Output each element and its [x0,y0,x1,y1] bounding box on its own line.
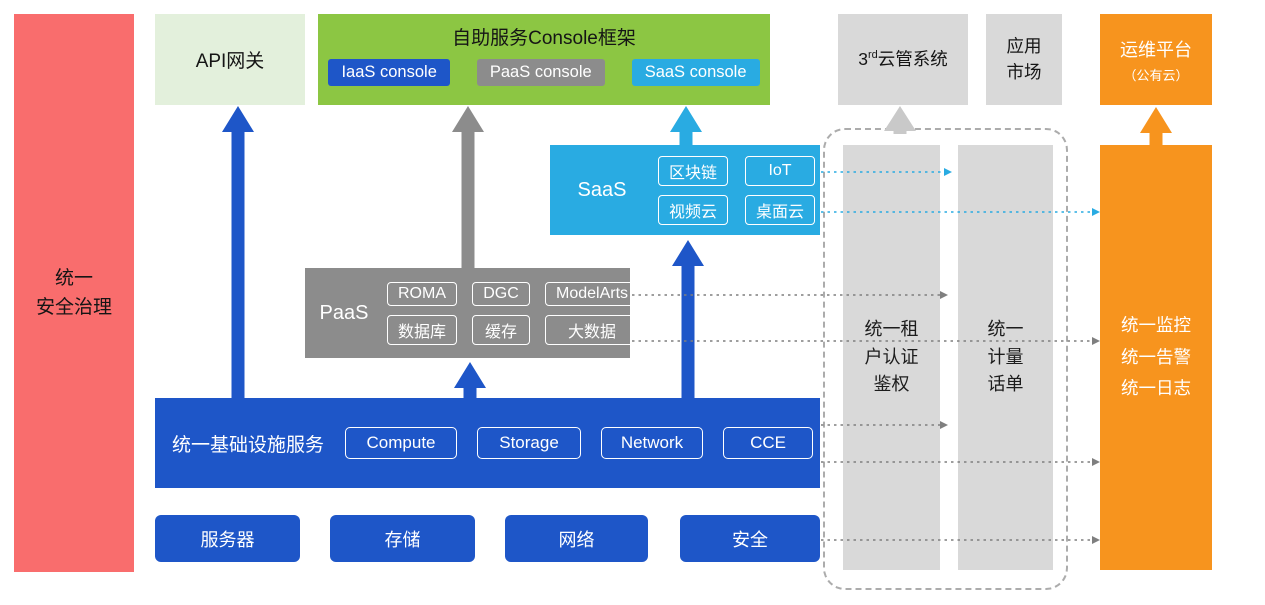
iaas-console-chip: IaaS console [328,59,450,86]
paas-service-cache: 缓存 [472,314,531,345]
arrow-saas-to-console [670,106,702,147]
hardware-monitoring-link-arrowhead [1092,536,1100,544]
monitoring-label: 统一监控 统一告警 统一日志 [1121,315,1191,399]
app-market-label: 应用 市场 [1006,36,1042,82]
api-gateway-box: API网关 [155,14,305,105]
paas-monitoring-link-arrowhead [1092,337,1100,345]
ops-platform-title: 运维平台 [1120,39,1192,60]
tenant-services-dashed-container [823,128,1068,590]
arrow-paas-to-console [452,106,484,270]
paas-services: ROMA DGC ModelArts 数据库 缓存 大数据 [387,281,640,345]
infra-monitoring-link-arrowhead [1092,458,1100,466]
saas-box: SaaS 区块链 IoT 视频云 桌面云 [550,145,820,235]
third-party-cloud-rest: 云管系统 [877,48,948,69]
hardware-network-box: 网络 [505,515,648,562]
paas-box: PaaS ROMA DGC ModelArts 数据库 缓存 大数据 [305,268,640,358]
saas-monitoring-link-arrowhead [1092,208,1100,216]
paas-service-modelarts: ModelArts [545,281,640,306]
console-buttons-row: IaaS console PaaS console SaaS console [328,59,760,86]
tenant-auth-bar: 统一租 户认证 鉴权 [843,145,940,570]
third-party-cloud-num: 3 [858,48,868,69]
api-gateway-label: API网关 [195,51,265,72]
metering-billing-label: 统一 计量 话单 [987,318,1024,395]
infrastructure-services-label: 统一基础设施服务 [172,434,325,456]
third-party-cloud-box: 3rd云管系统 [838,14,968,105]
hardware-storage-box: 存储 [330,515,475,562]
infrastructure-services-box: 统一基础设施服务 Compute Storage Network CCE [155,398,820,488]
infra-service-cce: CCE [723,427,814,459]
security-governance-label: 统一 安全治理 [35,267,112,318]
saas-service-iot: IoT [745,155,816,186]
hardware-server-box: 服务器 [155,515,300,562]
saas-console-chip: SaaS console [631,59,760,86]
metering-billing-bar: 统一 计量 话单 [958,145,1053,570]
paas-service-roma: ROMA [387,281,458,306]
paas-label: PaaS [319,301,369,324]
third-party-cloud-sup: rd [867,48,878,61]
third-party-cloud-label: 3rd云管系统 [858,47,948,72]
console-framework-box: 自助服务Console框架 IaaS console PaaS console … [318,14,770,105]
tenant-auth-label: 统一租 户认证 鉴权 [864,318,919,395]
arrow-infra-to-api-gateway [222,106,254,400]
hardware-security-box: 安全 [680,515,820,562]
console-framework-title: 自助服务Console框架 [452,28,636,49]
saas-service-video-cloud: 视频云 [658,194,729,225]
saas-label: SaaS [577,178,627,201]
arrow-infra-to-saas [672,240,704,400]
paas-console-chip: PaaS console [476,59,605,86]
infra-service-storage: Storage [477,427,582,459]
arrow-infra-to-paas [454,362,486,400]
paas-service-bigdata: 大数据 [545,314,640,345]
infra-service-network: Network [601,427,704,459]
ops-platform-subtitle: （公有云） [1123,67,1189,83]
app-market-box: 应用 市场 [986,14,1062,105]
saas-services: 区块链 IoT 视频云 桌面云 [658,155,816,225]
arrow-monitoring-to-ops-platform [1140,107,1172,147]
saas-service-desktop-cloud: 桌面云 [745,194,816,225]
monitoring-bar: 统一监控 统一告警 统一日志 [1100,145,1212,570]
paas-service-dgc: DGC [472,281,531,306]
security-governance-bar: 统一 安全治理 [14,14,134,572]
ops-platform-box: 运维平台 （公有云） [1100,14,1212,105]
infrastructure-services: Compute Storage Network CCE [345,427,814,459]
infra-service-compute: Compute [345,427,458,459]
saas-service-blockchain: 区块链 [658,155,729,186]
paas-service-database: 数据库 [387,314,458,345]
